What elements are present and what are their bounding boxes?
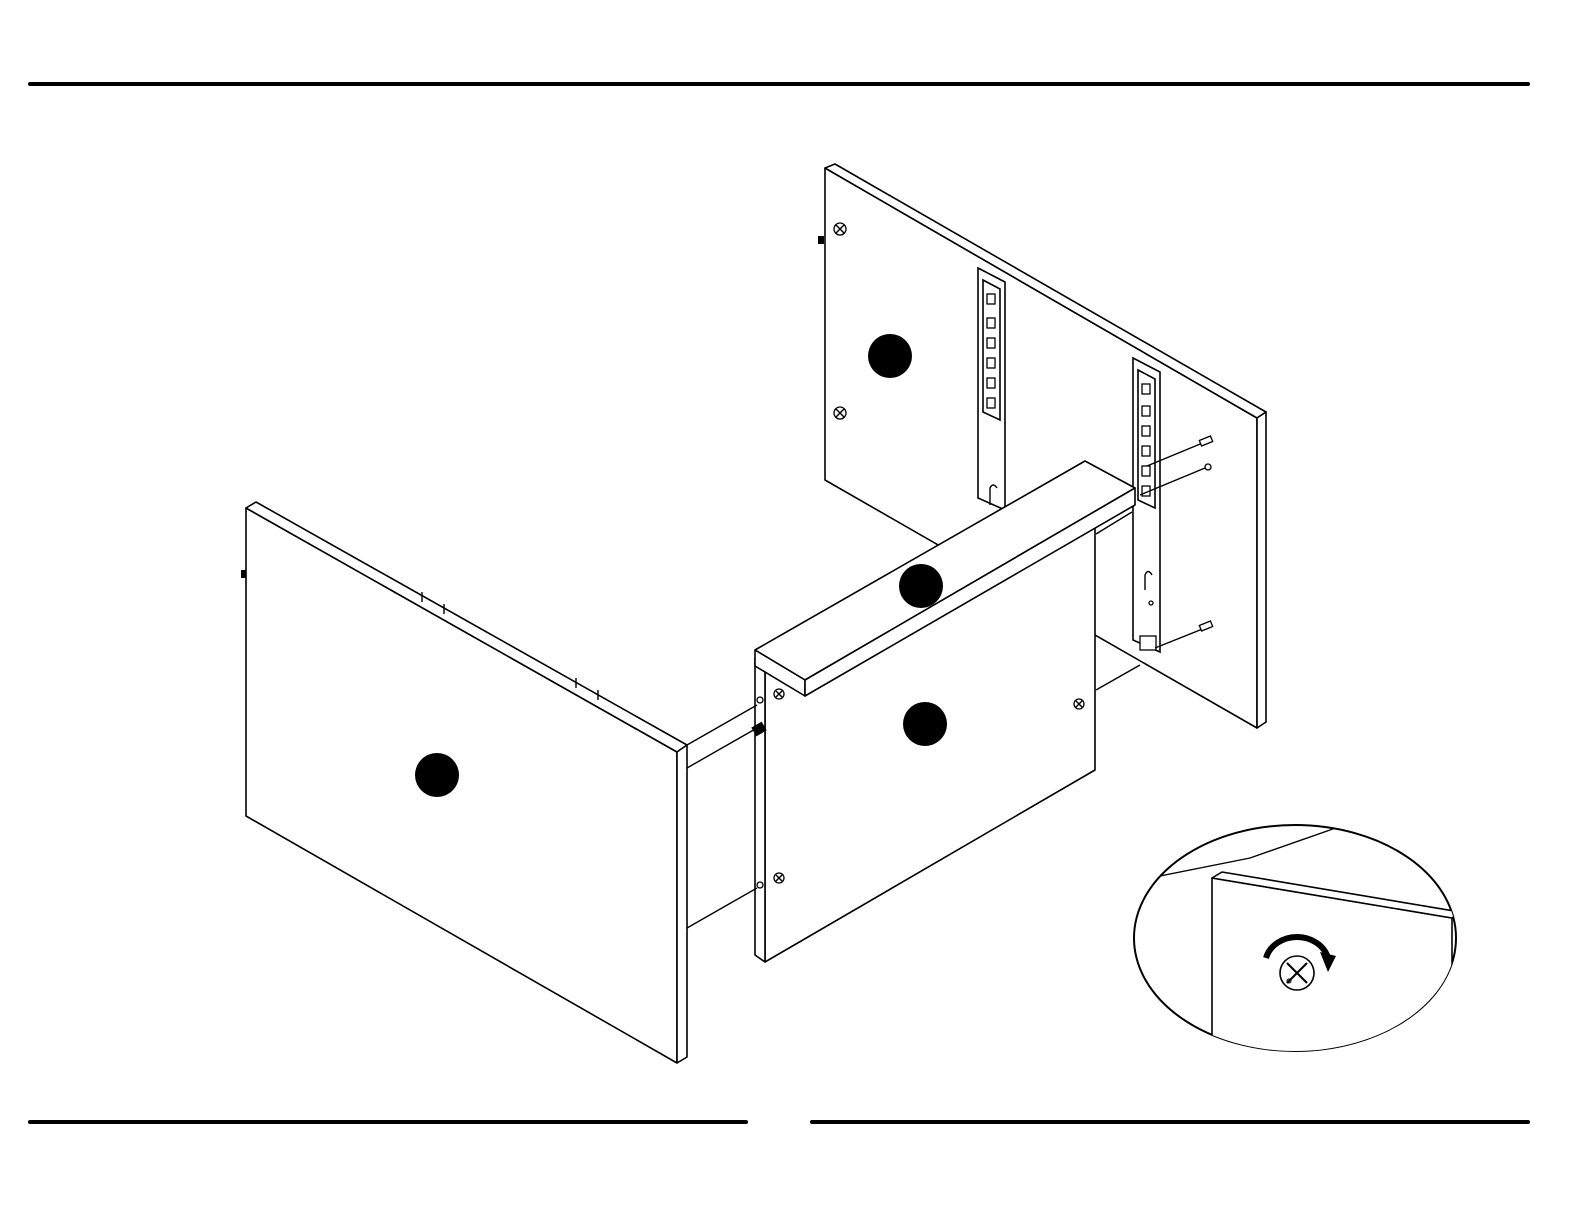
detail-callout [1134, 780, 1460, 1060]
back-panel-badge [868, 334, 912, 378]
left-drawer-slide [978, 268, 1005, 510]
right-drawer-slide [1133, 358, 1160, 652]
top-panel-badge [899, 564, 943, 608]
side-panel-badge [415, 753, 459, 797]
front-panel-badge [903, 702, 947, 746]
side-panel [241, 502, 687, 1063]
